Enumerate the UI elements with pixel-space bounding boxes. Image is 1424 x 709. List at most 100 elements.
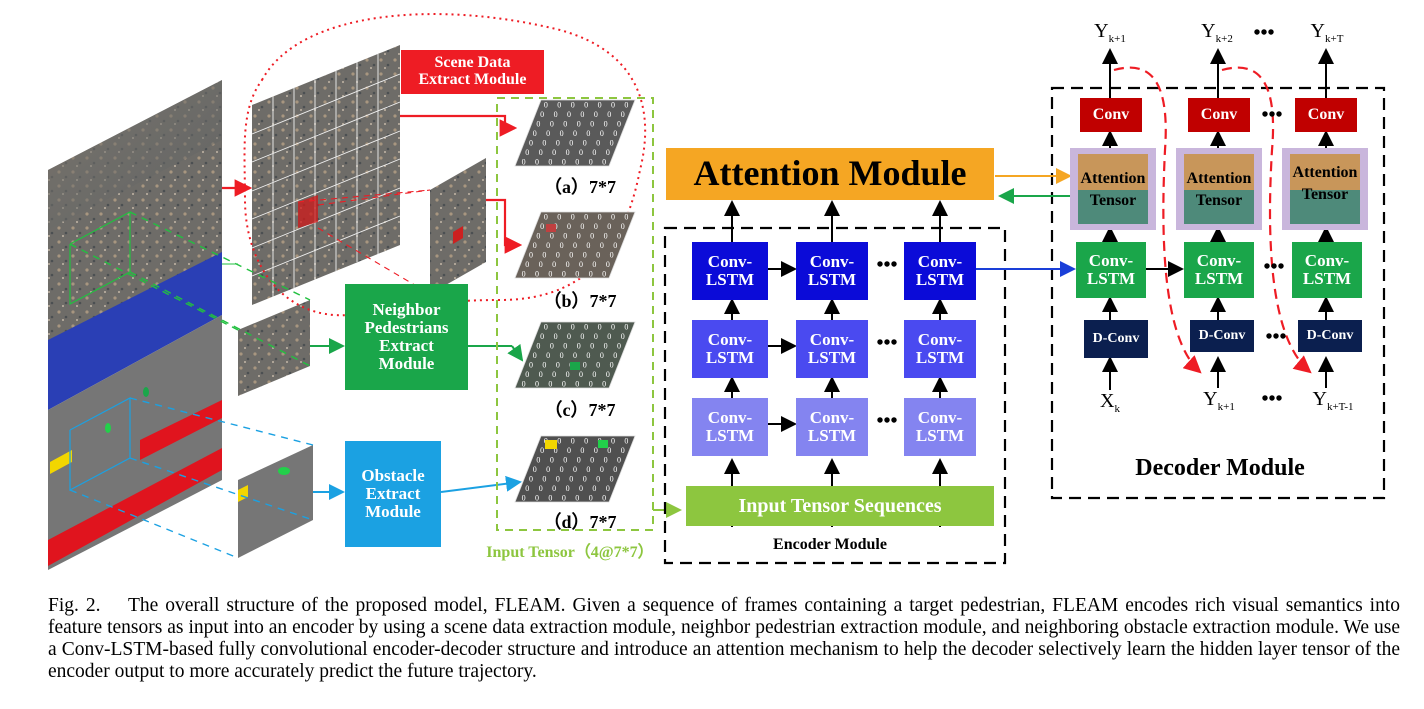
- encoder-conv-lstm-bot-1: Conv- LSTM: [692, 398, 768, 456]
- figure-caption: Fig. 2. The overall structure of the pro…: [48, 595, 1400, 683]
- grid-cell-digit: 0: [583, 360, 587, 369]
- grid-cell-digit: 0: [556, 360, 560, 369]
- grid-cell-digit: 0: [621, 222, 625, 231]
- neighbor-image: [238, 300, 310, 396]
- grid-cell-digit: 0: [589, 157, 593, 166]
- grid-cell-digit: 0: [617, 232, 621, 241]
- grid-cell-digit: 0: [560, 241, 564, 250]
- grid-cell-digit: 0: [567, 446, 571, 455]
- grid-cell-digit: 0: [557, 101, 561, 110]
- grid-cell-digit: 0: [580, 332, 584, 341]
- grid-cell-digit: 0: [589, 493, 593, 502]
- grid-cell-digit: 0: [602, 379, 606, 388]
- grid-cell-digit: 0: [617, 120, 621, 129]
- grid-cell-digit: 0: [550, 456, 554, 465]
- grid-cell-digit: 0: [548, 379, 552, 388]
- decoder-conv-3: Conv: [1295, 98, 1357, 132]
- decoder-frame: [1050, 86, 1386, 500]
- grid-cell-digit: 0: [606, 370, 610, 379]
- grid-cell-digit: 0: [575, 157, 579, 166]
- grid-cell-digit: 0: [579, 260, 583, 269]
- grid-cell-digit: 0: [592, 370, 596, 379]
- decoder-conv-1: Conv: [1080, 98, 1142, 132]
- encoder-conv-lstm-bot-3: Conv- LSTM: [904, 398, 976, 456]
- grid-cell-digit: 0: [611, 213, 615, 222]
- input-tensor-sequences: Input Tensor Sequences: [686, 486, 994, 526]
- encoder-dots-1: •••: [876, 254, 898, 276]
- grid-cell-digit: 0: [613, 351, 617, 360]
- grid-cell-digit: 0: [562, 493, 566, 502]
- grid-cell-digit: 0: [557, 323, 561, 332]
- grid-cell-digit: 0: [562, 269, 566, 278]
- grid-cell-digit: 0: [536, 120, 540, 129]
- attention-tensor-label-2: Attention Tensor: [1186, 170, 1252, 209]
- grid-cell-digit: 0: [560, 351, 564, 360]
- grid-cell-digit: 0: [596, 250, 600, 259]
- grid-cell-digit: 0: [573, 351, 577, 360]
- input-tensor-label: Input Tensor（4@7*7）: [486, 544, 654, 561]
- grid-cell-digit: 0: [562, 379, 566, 388]
- grid-cell-digit: 0: [590, 120, 594, 129]
- encoder-conv-lstm-top-1: Conv- LSTM: [692, 242, 768, 300]
- grid-cell-digit: 0: [602, 493, 606, 502]
- grid-cell-digit: 0: [600, 465, 604, 474]
- grid-cell-digit: 0: [592, 260, 596, 269]
- grid-cell-digit: 0: [604, 232, 608, 241]
- grid-cell-digit: 0: [525, 370, 529, 379]
- decoder-conv-2: Conv: [1188, 98, 1250, 132]
- grid-cell-digit: 0: [594, 222, 598, 231]
- grid-cell-digit: 0: [584, 101, 588, 110]
- grid-cell-digit: 0: [522, 493, 526, 502]
- grid-cell-digit: 0: [548, 157, 552, 166]
- grid-cell-digit: 0: [580, 446, 584, 455]
- zoom-crop-image: [430, 158, 486, 294]
- grid-cell-digit: 0: [583, 250, 587, 259]
- grid-cell-digit: 0: [562, 157, 566, 166]
- grid-cell-digit: 0: [586, 129, 590, 138]
- grid-cell-digit: 0: [540, 110, 544, 119]
- grid-cell-digit: 0: [557, 213, 561, 222]
- decoder-dconv-dots: •••: [1265, 326, 1287, 348]
- attention-tensor-label-1: Attention Tensor: [1080, 170, 1146, 209]
- grid-cell-digit: 0: [566, 370, 570, 379]
- grid-cell-digit: 0: [535, 157, 539, 166]
- grid-cell-digit: 0: [546, 241, 550, 250]
- grid-cell-digit: 0: [577, 232, 581, 241]
- grid-cell-digit: 0: [522, 269, 526, 278]
- neighbor-extract-module: Neighbor Pedestrians Extract Module: [345, 284, 468, 390]
- grid-cell-digit: 0: [522, 379, 526, 388]
- grid-cell-digit: 0: [536, 456, 540, 465]
- grid-cell-digit: 0: [624, 101, 628, 110]
- input-label-2: Yk+1: [1203, 388, 1235, 413]
- grid-cell-digit: 0: [569, 474, 573, 483]
- grid-label-c: （c）7*7: [544, 400, 616, 420]
- grid-cell-digit: 0: [571, 213, 575, 222]
- grid-cell-digit: 0: [621, 110, 625, 119]
- grid-cell-digit: 0: [590, 342, 594, 351]
- grid-cell-digit: 0: [552, 148, 556, 157]
- encoder-conv-lstm-mid-1: Conv- LSTM: [692, 320, 768, 378]
- grid-cell-digit: 0: [624, 437, 628, 446]
- grid-cell-digit: 0: [533, 129, 537, 138]
- grid-cell-digit: 0: [575, 269, 579, 278]
- encoder-conv-lstm-mid-2: Conv- LSTM: [796, 320, 868, 378]
- scene-extract-module: Scene Data Extract Module: [401, 50, 544, 94]
- grid-cell-digit: 0: [606, 148, 610, 157]
- grid-cell-digit: 0: [606, 484, 610, 493]
- grid-highlight-cell: [570, 362, 580, 370]
- input-tensor-frame: [496, 97, 654, 531]
- obstacle-image: [238, 445, 313, 558]
- grid-cell-digit: 0: [571, 101, 575, 110]
- grid-cell-digit: 0: [546, 351, 550, 360]
- grid-cell-digit: 0: [621, 446, 625, 455]
- grid-cell-digit: 0: [552, 484, 556, 493]
- scene-image-stack: [48, 80, 222, 570]
- grid-cell-digit: 0: [579, 370, 583, 379]
- grid-highlight-cell: [546, 224, 556, 232]
- grid-cell-digit: 0: [566, 148, 570, 157]
- grid-cell-digit: 0: [586, 351, 590, 360]
- grid-cell-digit: 0: [529, 474, 533, 483]
